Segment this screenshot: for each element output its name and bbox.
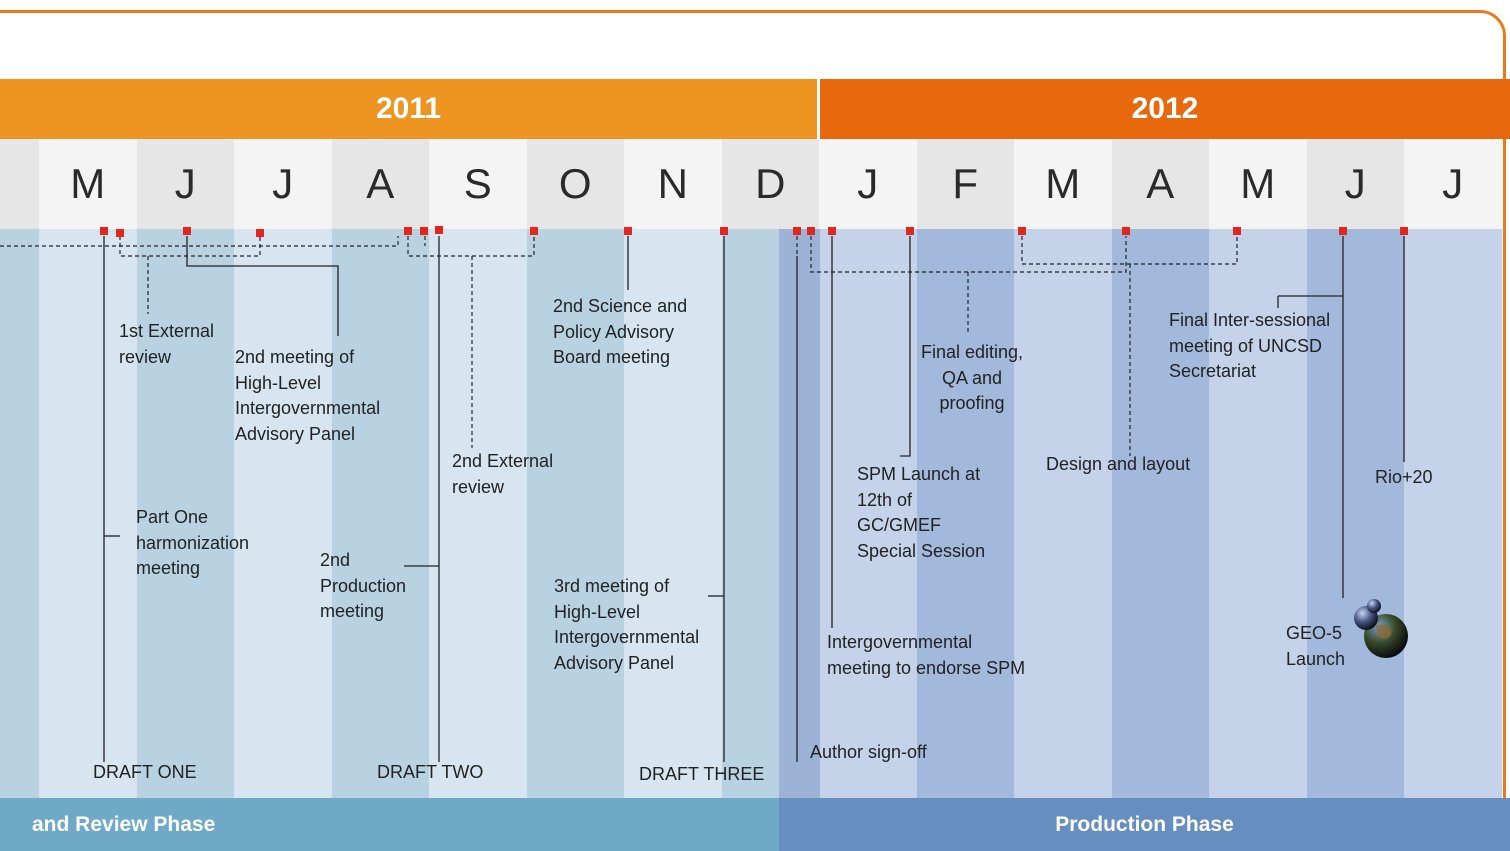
marker — [1233, 227, 1241, 235]
label-draft-one: DRAFT ONE — [93, 762, 197, 782]
marker — [624, 227, 632, 235]
month-stripe — [916, 229, 1014, 798]
marker — [435, 226, 443, 234]
label-first-external-review: 1st External review — [119, 321, 215, 367]
month-stripe — [526, 229, 624, 798]
month-label: J — [819, 139, 917, 229]
marker — [807, 227, 815, 235]
label-final-intersessional: Final Inter-sessional meeting of UNCSD S… — [1169, 310, 1331, 381]
label-second-science-policy: 2nd Science and Policy Advisory Board me… — [553, 296, 688, 367]
marker — [420, 227, 428, 235]
month-label: J — [1306, 139, 1404, 229]
label-second-production: 2nd Production meeting — [320, 550, 407, 621]
marker — [100, 227, 108, 235]
label-rio20: Rio+20 — [1375, 467, 1433, 487]
month-label: F — [916, 139, 1014, 229]
marker — [183, 227, 191, 235]
marker — [906, 227, 914, 235]
marker — [530, 227, 538, 235]
marker — [793, 227, 801, 235]
month-stripe — [819, 229, 917, 798]
month-label: J — [136, 139, 234, 229]
marker — [828, 227, 836, 235]
month-label: M — [1209, 139, 1307, 229]
month-label: A — [1111, 139, 1209, 229]
month-stripe — [624, 229, 722, 798]
label-spm-launch: SPM Launch at 12th of GC/GMEF Special Se… — [857, 464, 986, 561]
month-stripe — [39, 229, 137, 798]
marker — [256, 229, 264, 237]
month-stripe — [136, 229, 234, 798]
year-boundary-stripe — [779, 229, 820, 798]
month-stripe — [429, 229, 527, 798]
month-stripe — [1014, 229, 1112, 798]
year-bar-2011: 2011 — [0, 79, 817, 139]
label-draft-two: DRAFT TWO — [377, 762, 484, 782]
month-label: D — [721, 139, 819, 229]
marker — [1400, 227, 1408, 235]
label-second-external-review: 2nd External review — [452, 451, 554, 497]
month-stripe — [0, 229, 39, 798]
month-label: N — [624, 139, 722, 229]
month-label: S — [429, 139, 527, 229]
label-part-one-harmonization: Part One harmonization meeting — [136, 507, 250, 578]
month-stripe — [1306, 229, 1404, 798]
month-cell — [0, 139, 39, 229]
label-final-editing: Final editing, QA and proofing — [920, 342, 1024, 413]
label-third-meeting-hliap: 3rd meeting of High-Level Intergovernmen… — [554, 576, 700, 673]
marker — [116, 229, 124, 237]
month-stripe — [1111, 229, 1209, 798]
label-intergovernmental-spm: Intergovernmental meeting to endorse SPM — [827, 632, 1026, 678]
label-second-meeting-hliap: 2nd meeting of High-Level Intergovernmen… — [235, 347, 381, 444]
marker — [1122, 227, 1130, 235]
marker — [1339, 227, 1347, 235]
globe-icon — [1354, 599, 1408, 658]
month-stripe — [331, 229, 429, 798]
phase-bar-review: and Review Phase — [0, 798, 779, 851]
month-label: J — [234, 139, 332, 229]
label-author-signoff: Author sign-off — [810, 742, 927, 762]
label-design-layout: Design and layout — [1046, 454, 1191, 474]
month-label: J — [1404, 139, 1502, 229]
month-label: M — [1014, 139, 1112, 229]
label-draft-three: DRAFT THREE — [639, 764, 765, 784]
month-stripe — [1404, 229, 1502, 798]
marker — [404, 227, 412, 235]
year-bar-2012: 2012 — [820, 79, 1510, 139]
month-label: O — [526, 139, 624, 229]
month-label: A — [331, 139, 429, 229]
month-stripe — [1209, 229, 1307, 798]
marker — [1018, 227, 1026, 235]
phase-bar-production: Production Phase — [779, 798, 1510, 851]
month-label: M — [39, 139, 137, 229]
month-stripe — [234, 229, 332, 798]
marker — [720, 227, 728, 235]
label-geo5-launch: GEO-5 Launch — [1286, 623, 1346, 669]
